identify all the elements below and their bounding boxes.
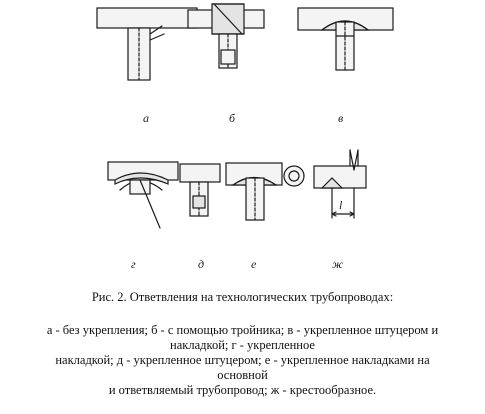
sketch-a: а xyxy=(96,7,198,125)
label-v: в xyxy=(338,111,343,125)
dimension-l: l xyxy=(339,198,343,212)
sketch-g: г xyxy=(107,161,179,271)
caption-line: основной xyxy=(217,368,268,382)
caption-title: Рис. 2. Ответвления на технологических т… xyxy=(91,290,394,304)
sketch-e: е xyxy=(225,162,283,271)
sketch-d: д xyxy=(179,163,221,271)
caption-body: а - без укрепления; б - с помощью тройни… xyxy=(0,323,485,398)
branch-diagram: а б в г д xyxy=(96,3,394,271)
label-b: б xyxy=(229,111,236,125)
figure-caption: Рис. 2. Ответвления на технологических т… xyxy=(0,290,485,398)
sketch-zh: l ж xyxy=(283,149,367,271)
label-e: е xyxy=(251,257,257,271)
sketch-v: в xyxy=(297,7,394,125)
sketch-b: б xyxy=(187,3,265,125)
label-g: г xyxy=(131,257,136,271)
label-a: а xyxy=(143,111,149,125)
label-d: д xyxy=(198,257,204,271)
label-zh: ж xyxy=(332,257,343,271)
caption-line: а - без укрепления; б - с помощью тройни… xyxy=(46,323,439,337)
caption-line: накладкой; д - укрепленное штуцером; е -… xyxy=(55,353,430,367)
caption-line: и ответвляемый трубопровод; ж - крестооб… xyxy=(108,383,377,397)
caption-line: накладкой; г - укрепленное xyxy=(170,338,315,352)
